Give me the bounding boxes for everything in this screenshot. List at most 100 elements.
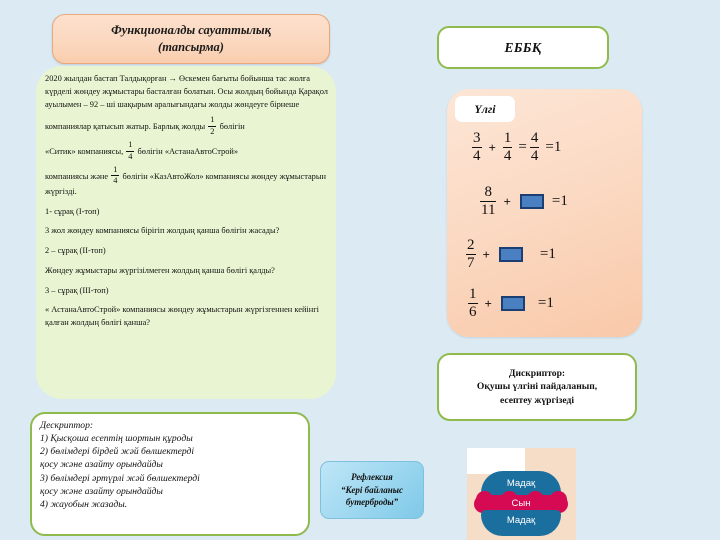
all-road-post: бөлігін bbox=[219, 122, 245, 132]
burger-image-white-corner bbox=[467, 448, 525, 474]
descriptor-left-item: 3) бөлімдері әртүрлі жәй бөлшектерді bbox=[40, 472, 200, 484]
burger-patty-label: Сын bbox=[511, 498, 531, 509]
equals-one-2: =1 bbox=[539, 246, 556, 263]
descriptor-left-title: Дескриптор: bbox=[40, 420, 94, 431]
example-result-fraction: 4 4 bbox=[528, 130, 542, 165]
all-road-pre: компаниялар қатысып жатыр. Барлық жолды bbox=[45, 122, 206, 132]
fraction-bar bbox=[480, 201, 497, 203]
descriptor-right-box: Дискриптор: Оқушы үлгіні пайдаланып, есе… bbox=[437, 353, 637, 421]
burger-bottom-bun: Мадақ bbox=[481, 510, 561, 536]
task-line-kazautozhol: компаниясы және 1 4 бөлігін «КазАвтоЖол»… bbox=[45, 164, 328, 199]
fraction-bar bbox=[466, 254, 476, 256]
sitik-pre: «Ситик» компаниясы, bbox=[45, 146, 124, 156]
fraction-numerator: 1 bbox=[128, 140, 133, 150]
task-text-content: 2020 жылдан бастап Талдықорған → Өскемен… bbox=[45, 73, 328, 393]
example-left-fraction: 3 4 bbox=[470, 130, 484, 165]
equation-exercise-3: 1 6 + =1 bbox=[465, 286, 554, 321]
question-3-header: 3 – сұрақ (III-топ) bbox=[45, 285, 109, 295]
descriptor-right-line-2: Оқушы үлгіні пайдаланып, bbox=[476, 381, 598, 393]
fraction-numerator: 8 bbox=[484, 184, 492, 200]
task-intro-seg1: 2020 жылдан бастап Талдықорған bbox=[45, 74, 167, 83]
exercise-3-fraction: 1 6 bbox=[466, 286, 480, 321]
fraction-bar bbox=[126, 150, 135, 152]
answer-input-box-2[interactable] bbox=[498, 247, 523, 263]
fraction-denominator: 2 bbox=[210, 126, 215, 136]
fraction-numerator: 1 bbox=[210, 115, 215, 125]
ebbq-label: ЕББҚ bbox=[504, 39, 542, 55]
answer-input-box-3[interactable] bbox=[500, 296, 525, 312]
fraction-denominator: 4 bbox=[503, 148, 512, 165]
kaz-line2: жөндеу жұмыстарын жүргізді. bbox=[45, 171, 326, 196]
descriptor-left-body: Дескриптор: 1) Қысқоша есептің шортын құ… bbox=[32, 414, 308, 515]
fraction-one-half: 1 2 bbox=[208, 115, 217, 136]
fraction-bar bbox=[502, 147, 513, 149]
task-line-all-road: компаниялар қатысып жатыр. Барлық жолды … bbox=[45, 115, 328, 136]
sitik-post: бөлігін «АстанаАвтоСтрой» bbox=[137, 146, 239, 156]
descriptor-left-item: 1) Қысқоша есептің шортын құроды bbox=[40, 433, 193, 445]
title-text: Функционалды сауаттылық (тапсырма) bbox=[111, 22, 271, 56]
reflection-line-1: Рефлексия bbox=[351, 472, 393, 483]
question-1-text: 3 жол жөндеу компаниясы бірігіп жолдың қ… bbox=[45, 226, 280, 236]
fraction-bar bbox=[468, 303, 478, 305]
ulgi-badge: Үлгі bbox=[455, 96, 515, 122]
task-intro-paragraph: 2020 жылдан бастап Талдықорған → Өскемен… bbox=[45, 73, 328, 111]
descriptor-right-body: Дискриптор: Оқушы үлгіні пайдаланып, есе… bbox=[477, 367, 597, 407]
patty-lump-icon bbox=[501, 491, 518, 508]
burger-top-bun-label: Мадақ bbox=[506, 478, 536, 489]
ebbq-header-box: ЕББҚ bbox=[437, 26, 609, 69]
question-3-text: « АстанаАвтоСтрой» компаниясы жөндеу жұм… bbox=[45, 305, 320, 328]
equals-sign-2: = bbox=[545, 139, 554, 156]
fraction-bar bbox=[529, 147, 540, 149]
fraction-numerator: 3 bbox=[473, 130, 481, 146]
plus-operator: + bbox=[484, 295, 492, 311]
fraction-one-quarter-kaz: 1 4 bbox=[111, 164, 120, 186]
burger-top-bun: Мадақ bbox=[481, 471, 561, 497]
fraction-numerator: 1 bbox=[113, 164, 118, 174]
fraction-numerator: 1 bbox=[469, 286, 477, 302]
ulgi-label: Үлгі bbox=[474, 101, 496, 116]
example-right-fraction: 1 4 bbox=[501, 130, 515, 165]
descriptor-left-item: 4) жауобын жазады. bbox=[40, 498, 128, 510]
fraction-denominator: 4 bbox=[473, 148, 481, 165]
example-result-value: 1 bbox=[553, 139, 562, 156]
exercise-1-fraction: 8 11 bbox=[478, 184, 498, 219]
fraction-denominator: 6 bbox=[469, 304, 477, 321]
burger-bottom-bun-label: Мадақ bbox=[506, 515, 536, 526]
title-line-2: (тапсырма) bbox=[158, 40, 224, 54]
fraction-numerator: 2 bbox=[467, 237, 475, 253]
equation-exercise-1: 8 11 + =1 bbox=[477, 184, 568, 219]
plus-operator: + bbox=[482, 246, 490, 262]
reflection-box: Рефлексия “Кері байланыс бутерброды” bbox=[320, 461, 424, 519]
exercise-2-fraction: 2 7 bbox=[464, 237, 478, 272]
title-line-1: Функционалды сауаттылық bbox=[111, 23, 271, 38]
question-1-header: 1- сұрақ (I-топ) bbox=[45, 206, 100, 216]
descriptor-right-title: Дискриптор: bbox=[508, 368, 566, 380]
descriptor-left-item: қосу және азайту орындайды bbox=[40, 485, 163, 497]
task-body-panel: 2020 жылдан бастап Талдықорған → Өскемен… bbox=[36, 66, 336, 399]
plus-operator: + bbox=[503, 193, 511, 209]
reflection-line-2: “Кері байланыс bbox=[341, 484, 403, 495]
title-pill: Функционалды сауаттылық (тапсырма) bbox=[52, 14, 330, 64]
reflection-text: Рефлексия “Кері байланыс бутерброды” bbox=[341, 471, 403, 509]
kaz-post: бөлігін «КазАвтоЖол» компаниясы bbox=[122, 171, 249, 181]
plus-operator: + bbox=[488, 139, 496, 155]
question-2-header: 2 – сұрақ (II-топ) bbox=[45, 246, 106, 256]
fraction-one-quarter-sitik: 1 4 bbox=[126, 140, 135, 161]
equation-exercise-2: 2 7 + =1 bbox=[463, 237, 556, 272]
fraction-numerator: 4 bbox=[530, 130, 539, 146]
fraction-bar bbox=[208, 125, 217, 127]
answer-input-box-1[interactable] bbox=[519, 194, 544, 210]
fraction-bar bbox=[472, 147, 482, 149]
equals-one-3: =1 bbox=[537, 295, 554, 312]
fraction-denominator: 7 bbox=[467, 255, 475, 272]
equals-sign-1: = bbox=[518, 139, 527, 156]
equals-one-1: =1 bbox=[551, 193, 568, 210]
task-intro-seg2: Өскемен бағыты бойынша тас жолға күрделі… bbox=[45, 74, 328, 109]
kaz-pre: компаниясы және bbox=[45, 171, 109, 181]
fraction-bar bbox=[111, 175, 120, 177]
descriptor-right-line-3: есептеу жүргізеді bbox=[499, 394, 575, 406]
fraction-denominator: 4 bbox=[113, 176, 118, 186]
fraction-numerator: 1 bbox=[503, 130, 512, 146]
descriptor-left-item: 2) бөлімдері бірдей жәй бөлшектерді bbox=[40, 446, 195, 458]
